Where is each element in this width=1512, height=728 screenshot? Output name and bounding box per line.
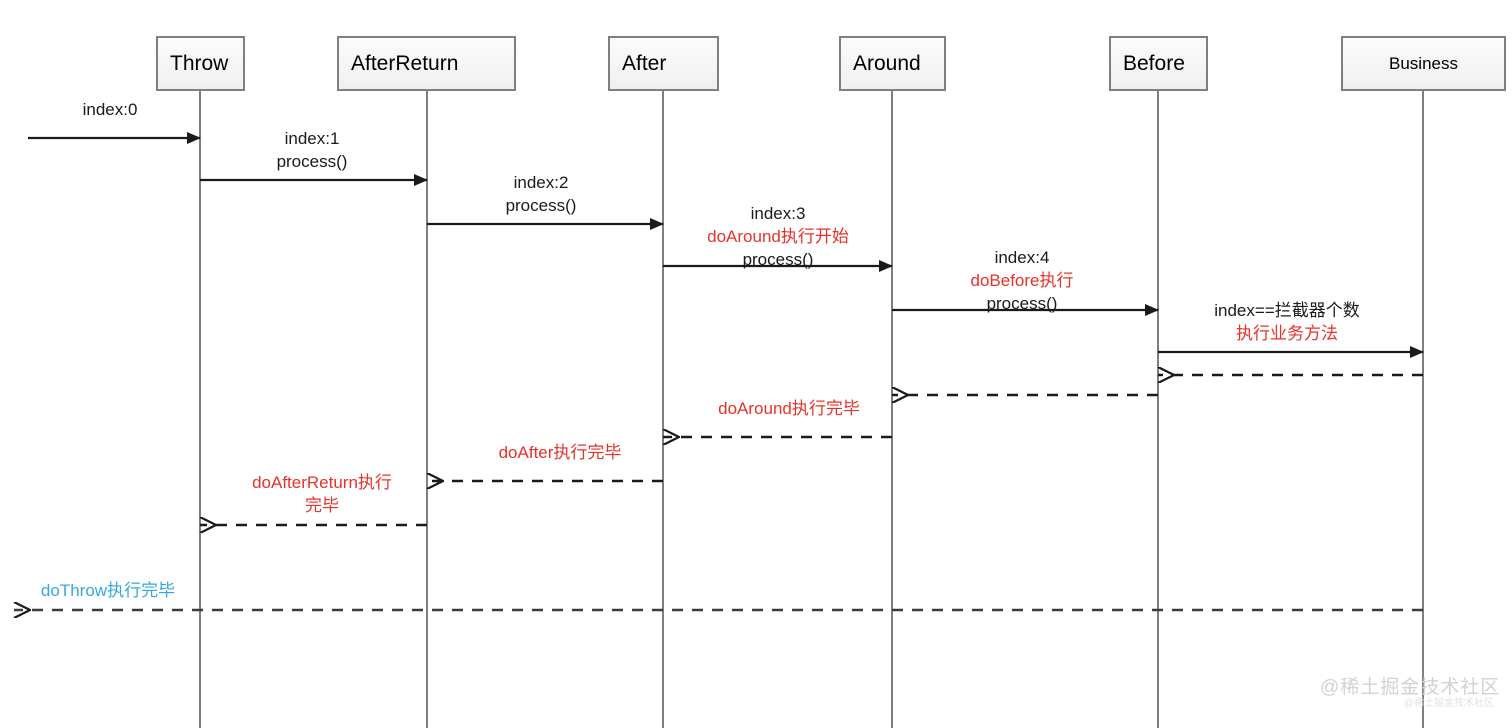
participant-box-around[interactable]: Around — [839, 36, 946, 91]
participant-box-throw[interactable]: Throw — [156, 36, 245, 91]
message-label-line: doBefore执行 — [970, 271, 1074, 290]
message-label-line: index:4 — [994, 248, 1050, 267]
participant-label-after: After — [622, 51, 667, 75]
message-label-line: index:3 — [750, 204, 806, 223]
message-label-m0: index:0 — [83, 98, 138, 121]
participant-box-business[interactable]: Business — [1341, 36, 1506, 91]
message-label-m2: index:2 process() — [506, 171, 577, 217]
message-label-line: 完毕 — [305, 496, 339, 515]
message-label-r3: doAfterReturn执行完毕 — [252, 471, 392, 517]
participant-label-business: Business — [1389, 53, 1458, 73]
participant-label-around: Around — [853, 51, 921, 75]
message-label-line: index==拦截器个数 — [1214, 301, 1360, 320]
message-label-line: doAfter执行完毕 — [498, 443, 622, 462]
message-label-line: process() — [742, 250, 814, 269]
watermark: @稀土掘金技术社区 — [1320, 677, 1501, 698]
message-label-line: doAround执行完毕 — [718, 399, 860, 418]
message-label-m3: index:3 doAround执行开始 process() — [707, 202, 849, 271]
message-label-line: index:2 — [513, 173, 569, 192]
participant-label-throw: Throw — [170, 51, 229, 75]
message-label-m4: index:4 doBefore执行 process() — [971, 246, 1074, 315]
participant-box-after[interactable]: After — [608, 36, 719, 91]
participant-box-afterreturn[interactable]: AfterReturn — [337, 36, 516, 91]
message-label-m5: index==拦截器个数执行业务方法 — [1214, 299, 1360, 345]
message-label-r5: doThrow执行完毕 — [41, 579, 175, 602]
participant-label-afterreturn: AfterReturn — [351, 51, 459, 75]
watermark-ghost: @稀土掘金技术社区 — [1404, 698, 1495, 709]
message-label-line: index:1 — [284, 129, 340, 148]
message-label-m1: index:1 process() — [277, 127, 348, 173]
message-label-line: process() — [986, 294, 1058, 313]
message-label-line: process() — [276, 152, 348, 171]
participant-label-before: Before — [1123, 51, 1185, 75]
message-label-line: doThrow执行完毕 — [40, 581, 176, 600]
lifelines-group — [199, 91, 1424, 728]
message-label-line: index:0 — [82, 100, 138, 119]
message-label-line: 执行业务方法 — [1236, 324, 1338, 343]
message-label-line: process() — [505, 196, 577, 215]
participant-box-before[interactable]: Before — [1109, 36, 1208, 91]
message-label-r1: doAround执行完毕 — [718, 397, 860, 420]
messages-group — [14, 132, 1424, 610]
message-label-r2: doAfter执行完毕 — [499, 441, 622, 464]
message-label-line: doAfterReturn执行 — [252, 473, 392, 492]
message-label-line: doAround执行开始 — [707, 227, 849, 246]
